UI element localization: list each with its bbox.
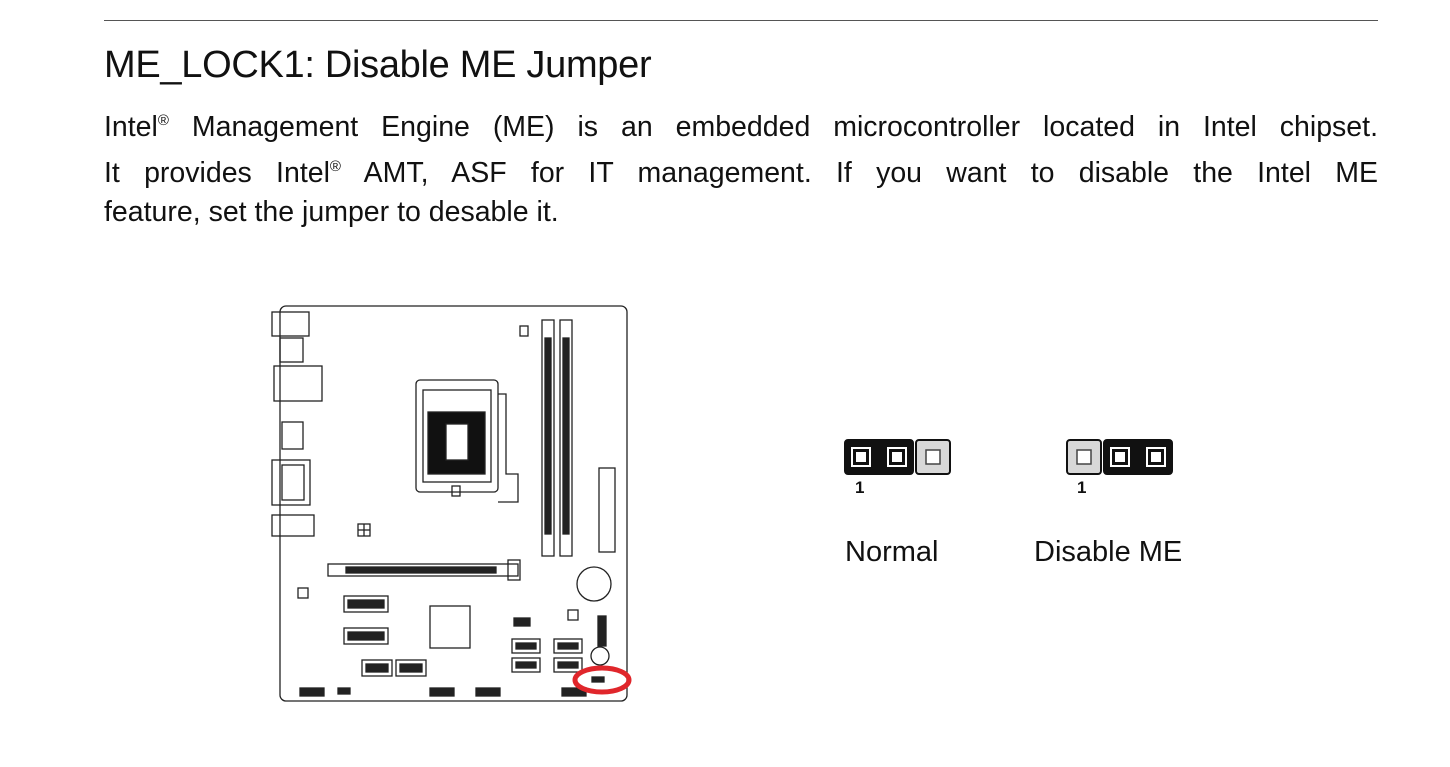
jumper-disable-diagram <box>1066 438 1176 483</box>
description-line-2: It provides Intel® AMT, ASF for IT manag… <box>104 157 1378 189</box>
normal-caption: Normal <box>845 536 939 568</box>
description-line-3: feature, set the jumper to desable it. <box>104 196 559 228</box>
motherboard-icon <box>271 305 632 702</box>
top-divider <box>104 20 1378 21</box>
registered-mark: ® <box>157 112 169 129</box>
disable-caption: Disable ME <box>1034 536 1183 568</box>
jumper-normal-icon <box>844 439 951 475</box>
section-title: ME_LOCK1: Disable ME Jumper <box>104 44 652 86</box>
normal-pin-1-label: 1 <box>855 478 865 497</box>
motherboard-diagram <box>268 302 638 711</box>
registered-mark: ® <box>329 158 341 175</box>
highlight-circle-icon <box>572 665 632 695</box>
section-description: Intel® Management Engine (ME) is an embe… <box>104 101 1378 232</box>
jumper-disable-icon <box>1066 439 1173 475</box>
jumper-normal-diagram <box>844 438 954 483</box>
disable-pin-1-label: 1 <box>1077 478 1087 497</box>
description-line-1: Intel® Management Engine (ME) is an embe… <box>104 111 1378 143</box>
